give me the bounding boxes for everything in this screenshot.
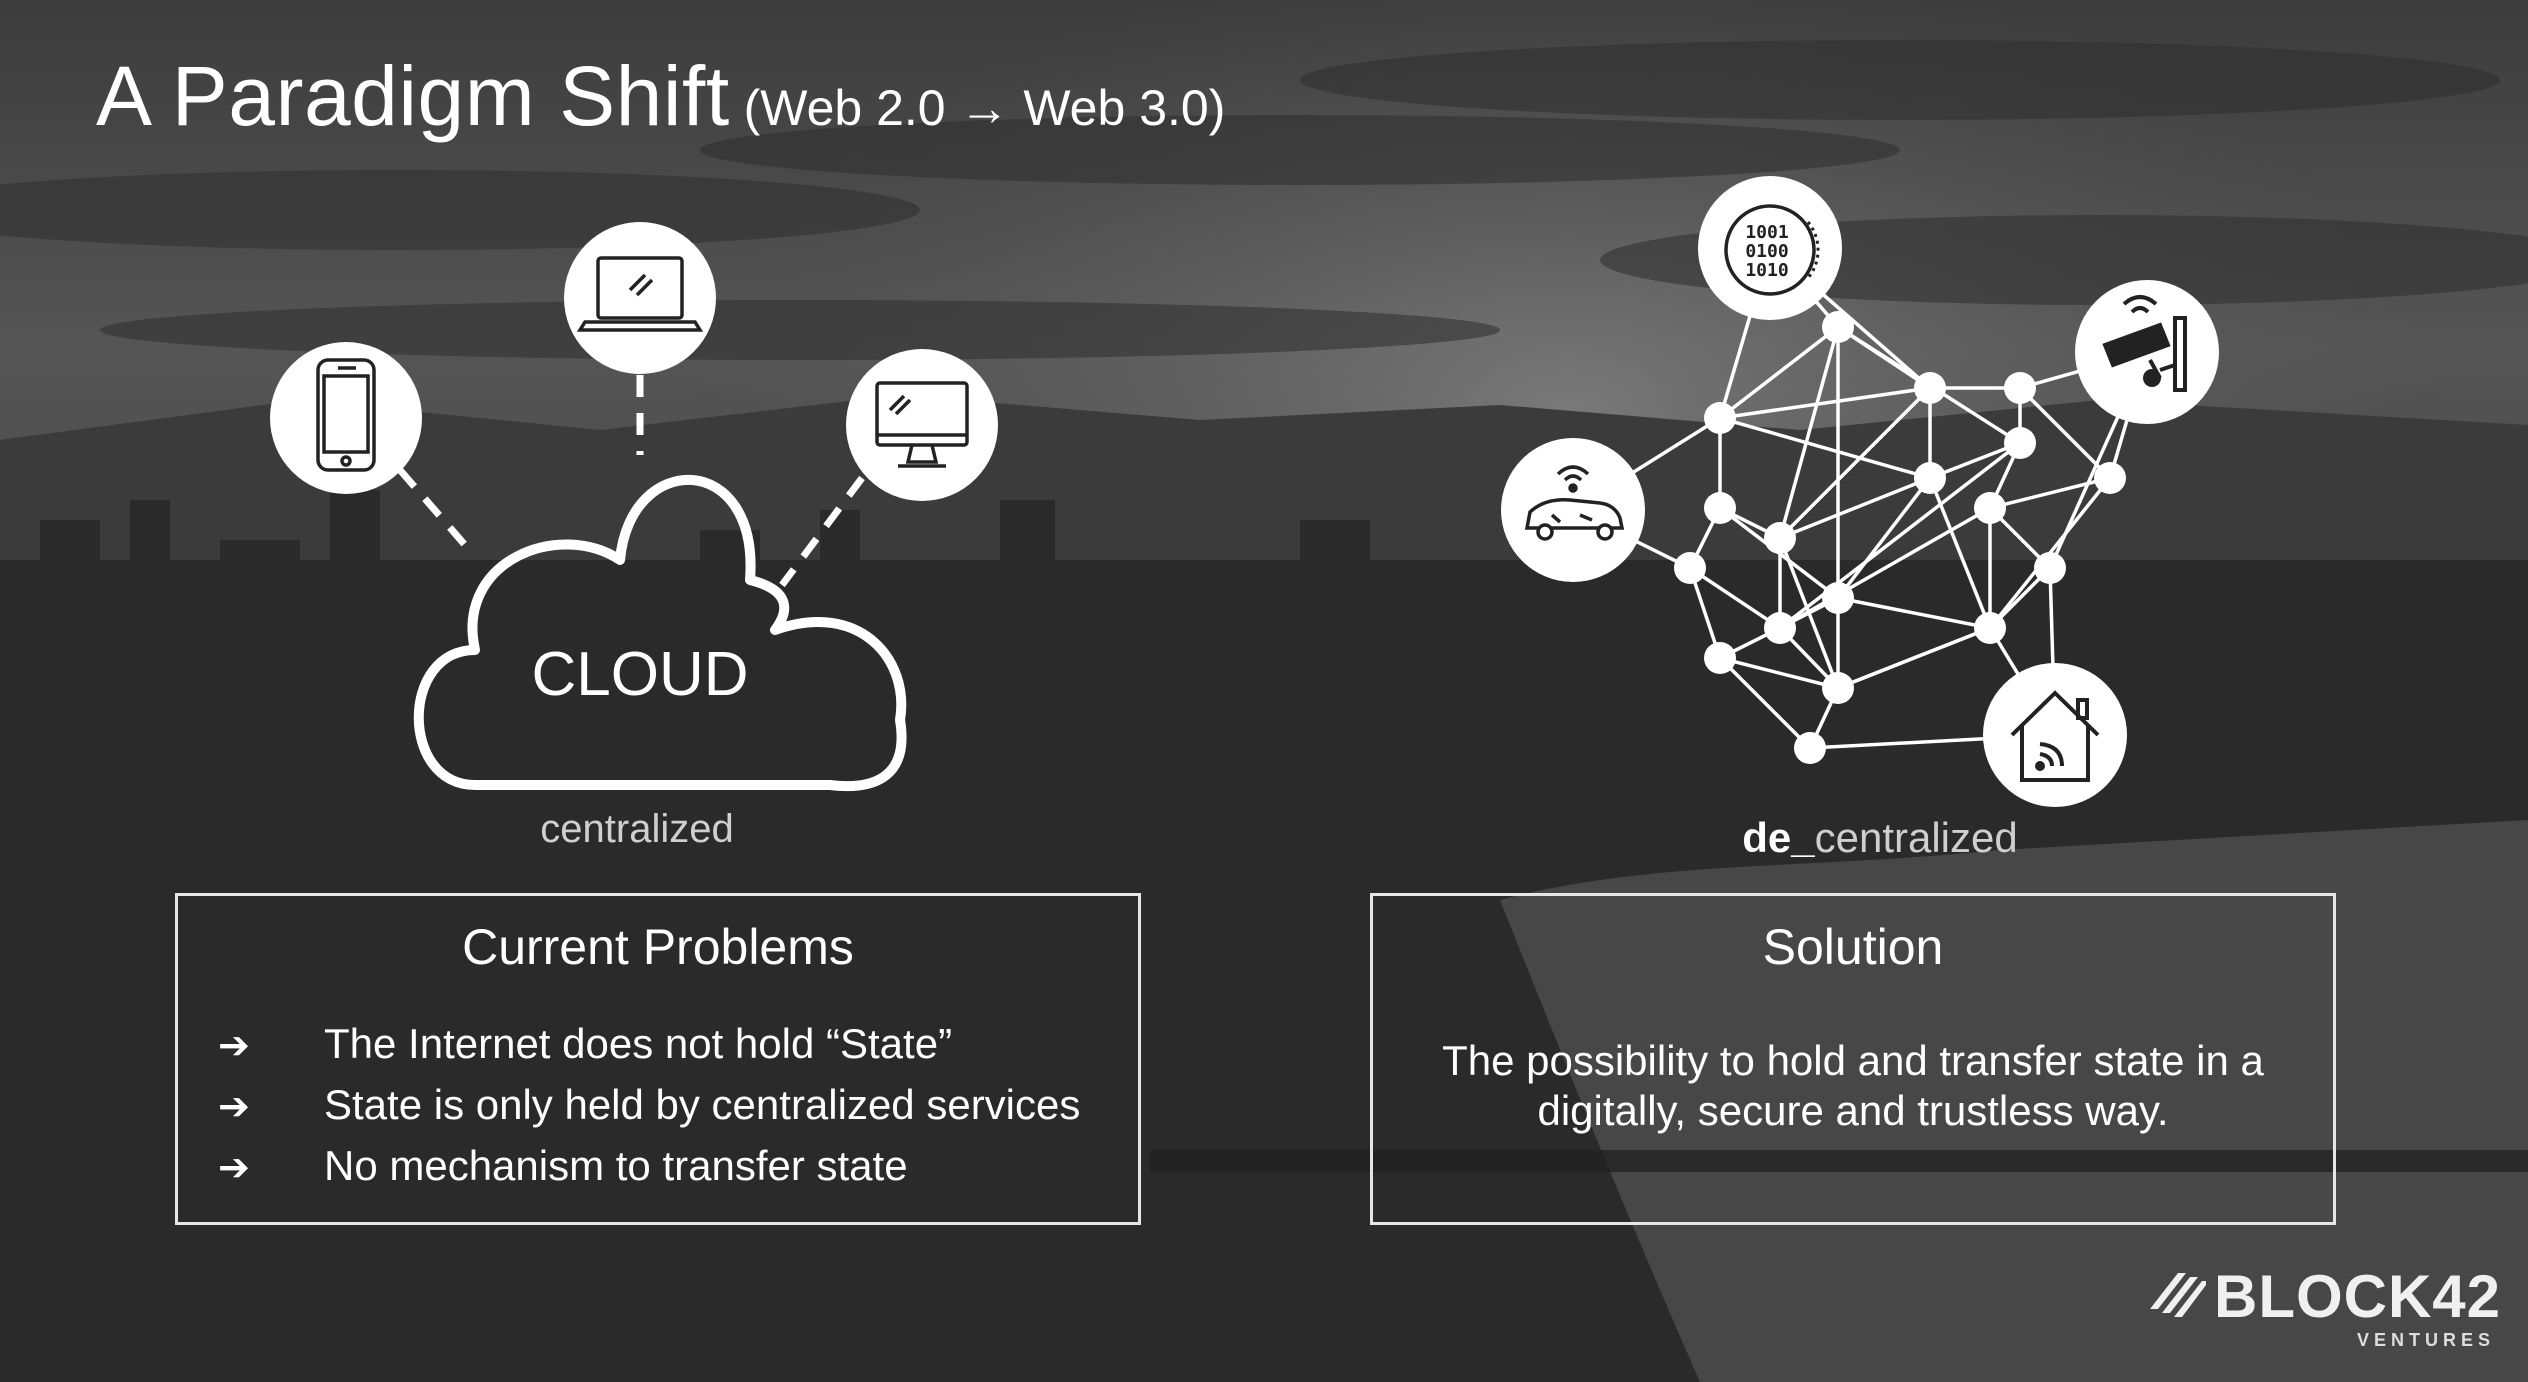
mesh-edge: [1928, 477, 1992, 629]
list-item: ➔ No mechanism to transfer state: [218, 1136, 1080, 1197]
mesh-edge: [1989, 476, 2111, 510]
mesh-nodes: [1674, 311, 2126, 764]
problem-text-1: The Internet does not hold “State”: [324, 1020, 953, 1067]
mesh-edge: [1718, 656, 1812, 750]
cloud-label: CLOUD: [531, 640, 748, 709]
list-item: ➔ State is only held by centralized servi…: [218, 1075, 1080, 1136]
mesh-node: [2034, 552, 2066, 584]
slide-title: A Paradigm Shift(Web 2.0 → Web 3.0): [96, 48, 1225, 145]
mesh-edge: [1929, 441, 2021, 480]
logo-stripes-icon: [2150, 1273, 2206, 1317]
problem-text-2: State is only held by centralized servic…: [324, 1081, 1081, 1128]
mesh-node: [1764, 612, 1796, 644]
connector-phone: [397, 467, 468, 548]
solution-line-2: digitally, secure and trustless way.: [1537, 1087, 2169, 1134]
desktop-monitor-icon: [875, 381, 969, 468]
security-camera-icon: [2102, 295, 2187, 392]
mesh-node: [1822, 672, 1854, 704]
solution-line-1: The possibility to hold and transfer sta…: [1442, 1037, 2264, 1084]
title-subtitle: (Web 2.0 → Web 3.0): [743, 80, 1226, 136]
mesh-node: [1704, 402, 1736, 434]
connected-car-node: [1501, 438, 1645, 582]
mesh-edge: [1718, 325, 1840, 420]
title-main: A Paradigm Shift: [96, 49, 730, 143]
connected-car-icon: [1524, 465, 1625, 541]
binary-coin-icon: 1001 0100 1010: [1724, 204, 1820, 296]
mesh-edge: [1719, 386, 1931, 420]
mesh-node: [1822, 311, 1854, 343]
mesh-edge: [1778, 441, 2022, 630]
mesh-node: [1674, 552, 1706, 584]
solution-text: The possibility to hold and transfer sta…: [1373, 1036, 2333, 1136]
mesh-edge: [1778, 386, 1932, 540]
decentralized-caption: de_centralized: [1742, 814, 2017, 861]
mesh-node: [1794, 732, 1826, 764]
block42-logo: BLOCK42 VENTURES: [2150, 1262, 2502, 1350]
binary-line-3: 1010: [1745, 260, 1788, 281]
current-problems-box: Current Problems ➔ The Internet does not …: [175, 893, 1141, 1225]
smartphone-node: [270, 342, 422, 494]
list-item: ➔ The Internet does not hold “State”: [218, 1014, 1080, 1075]
desktop-node: [846, 349, 998, 501]
smart-home-node: [1983, 663, 2127, 807]
mesh-edge: [1719, 416, 1931, 480]
mesh-node: [1914, 462, 1946, 494]
mesh-edge: [2018, 386, 2112, 480]
mesh-edge: [1778, 326, 1840, 539]
connector-desktop: [779, 475, 865, 588]
logo-tagline: VENTURES: [2357, 1330, 2496, 1350]
mesh-node: [2094, 462, 2126, 494]
cloud-icon: [413, 475, 907, 792]
laptop-icon: [576, 256, 704, 332]
mesh-node: [1704, 492, 1736, 524]
smart-home-icon: [2010, 690, 2100, 782]
binary-line-2: 0100: [1745, 241, 1788, 262]
mesh-edge: [1719, 656, 1839, 690]
binary-line-1: 1001: [1745, 222, 1788, 243]
mesh-node: [1764, 522, 1796, 554]
mesh-edge: [1689, 566, 1781, 630]
mesh-node: [1974, 492, 2006, 524]
solution-box: Solution The possibility to hold and tra…: [1370, 893, 2336, 1225]
decentralized-caption-bold: de_: [1742, 814, 1815, 861]
mesh-edge: [1836, 476, 1932, 600]
mesh-node: [1822, 582, 1854, 614]
mesh-node: [1974, 612, 2006, 644]
arrow-right-icon: ➔: [218, 1145, 250, 1189]
mesh-edge: [1837, 626, 1991, 690]
laptop-node: [564, 222, 716, 374]
mesh-edge: [1779, 476, 1931, 540]
mesh-node: [1704, 642, 1736, 674]
problem-text-3: No mechanism to transfer state: [324, 1142, 908, 1189]
smartphone-icon: [316, 358, 376, 472]
problems-list: ➔ The Internet does not hold “State” ➔ Sta…: [218, 1014, 1080, 1197]
binary-coin-node: 1001 0100 1010: [1698, 176, 1842, 320]
centralized-caption: centralized: [540, 807, 733, 851]
arrow-right-icon: ➔: [218, 1084, 250, 1128]
arrow-right-icon: ➔: [218, 1023, 250, 1067]
decentralized-diagram: 1001 0100 1010: [1501, 176, 2219, 807]
mesh-node: [1914, 372, 1946, 404]
mesh-node: [2004, 372, 2036, 404]
current-problems-heading: Current Problems: [462, 919, 854, 975]
mesh-edge: [1837, 596, 1991, 630]
security-camera-node: [2075, 280, 2219, 424]
solution-heading: Solution: [1762, 919, 1944, 975]
logo-brand: BLOCK42: [2214, 1263, 2502, 1330]
decentralized-caption-rest: centralized: [1815, 814, 2018, 861]
mesh-node: [2004, 427, 2036, 459]
centralized-diagram: CLOUD: [270, 222, 998, 792]
